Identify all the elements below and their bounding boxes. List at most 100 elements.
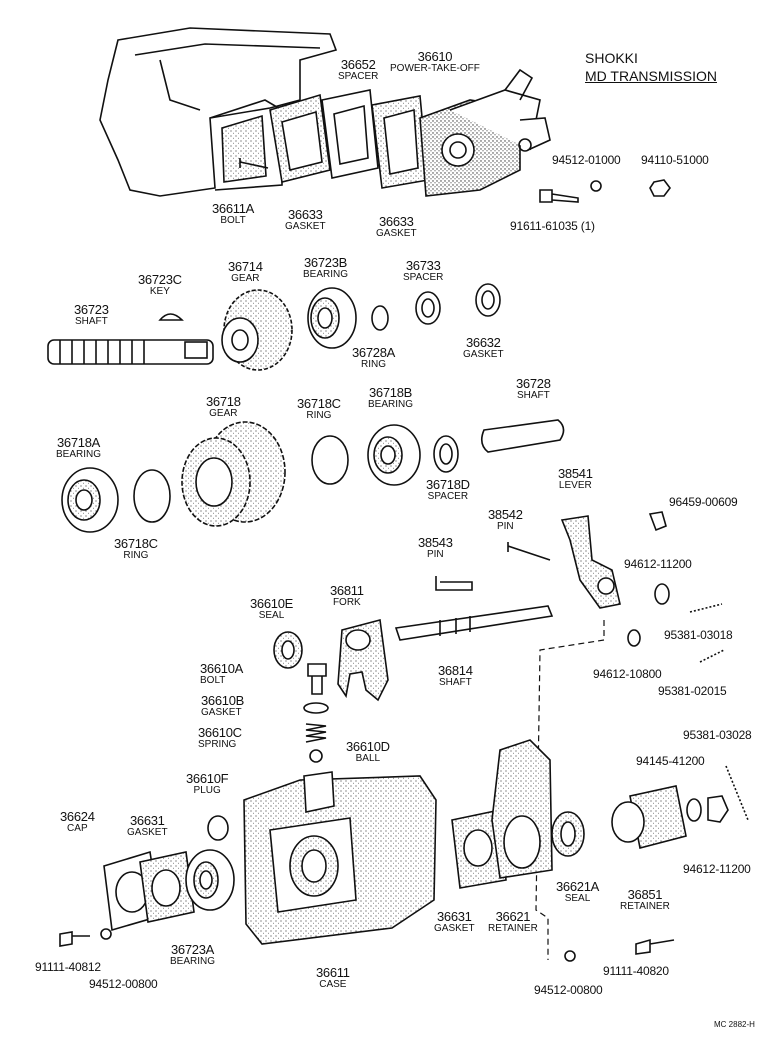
partnum-94512-00800-a: 94512-00800 [89, 977, 158, 991]
partnum-91111-40812: 91111-40812 [35, 960, 101, 974]
pin-95381-03028-shape [725, 765, 749, 821]
partnum-96459-00609: 96459-00609 [669, 495, 738, 509]
diagram-title: SHOKKI MD TRANSMISSION [585, 50, 717, 85]
partnum-94512-01000: 94512-01000 [552, 153, 621, 167]
retainer-36621-shape [491, 739, 553, 879]
partnum-91111-40820: 91111-40820 [603, 964, 669, 978]
spacer-36652-shape [321, 89, 379, 179]
partnum-94145-41200: 94145-41200 [636, 754, 705, 768]
key-36723c-shape [158, 313, 184, 321]
spacer-36733-shape [415, 291, 441, 325]
bolt-36611a-shape [239, 158, 269, 169]
partnum-94612-10800: 94612-10800 [593, 667, 662, 681]
gasket-36632-shape [475, 283, 501, 317]
partnum-94612-11200-b: 94612-11200 [683, 862, 751, 876]
bearing-36723a-shape [185, 849, 235, 911]
spacer-36718d-shape [433, 435, 459, 473]
retainer-36851-shape [611, 785, 687, 849]
bearing-36718b-shape [367, 424, 421, 486]
washer-94512-00800-right-shape [564, 950, 576, 962]
shaft-36814-shape [394, 605, 554, 641]
pin-95381-02015-shape [699, 649, 725, 663]
title-line-1: SHOKKI [585, 50, 638, 66]
spring-36610c-shape [305, 723, 327, 743]
partnum-95381-03028: 95381-03028 [683, 728, 752, 742]
pin-95381-03018-shape [689, 603, 723, 613]
pto-unit-shape [419, 68, 551, 197]
transmission-housing [99, 27, 338, 197]
washer-94612-11200-b-shape [686, 798, 702, 822]
partnum-94512-00800-b: 94512-00800 [534, 983, 603, 997]
partnum-91611-61035: 91611-61035 (1) [510, 219, 595, 233]
gear-36718-shape [181, 421, 286, 527]
gear-36714-shape [221, 289, 293, 371]
nut-94145-shape [707, 795, 729, 823]
partnum-94612-11200-a: 94612-11200 [624, 557, 692, 571]
bolt-91611-shape [539, 189, 579, 203]
ring-36718c-low-shape [133, 469, 171, 523]
shaft-36723-shape [47, 339, 214, 365]
partnum-95381-02015: 95381-02015 [658, 684, 727, 698]
lever-38541-shape [560, 515, 621, 609]
washer-94512-00800-left-shape [100, 928, 112, 940]
gasket-36610b-shape [303, 702, 329, 714]
case-36611-shape [243, 771, 437, 945]
bearing-36718a-shape [61, 467, 119, 533]
nut-94110-shape [649, 179, 671, 197]
bearing-36723b-shape [307, 287, 357, 349]
title-line-2: MD TRANSMISSION [585, 67, 717, 84]
partnum-95381-03018: 95381-03018 [664, 628, 733, 642]
drawing-code: MC 2882-H [714, 1020, 755, 1029]
ball-36610d-shape [309, 749, 323, 763]
shaft-36728-shape [480, 419, 565, 453]
washer-94612-11200-shape [654, 583, 670, 605]
partnum-94110-51000: 94110-51000 [641, 153, 709, 167]
bolt-36610a-shape [307, 663, 327, 695]
pin-38543-shape [435, 576, 473, 591]
washer-94612-10800-shape [627, 629, 641, 647]
ring-36728a-shape [371, 305, 389, 331]
bolt-91111-40820-shape [635, 938, 675, 955]
bolt-91111-40812-shape [59, 931, 90, 947]
washer-94512-shape [590, 180, 602, 192]
plug-36610f-shape [207, 815, 229, 841]
fitting-96459-shape [648, 511, 667, 532]
